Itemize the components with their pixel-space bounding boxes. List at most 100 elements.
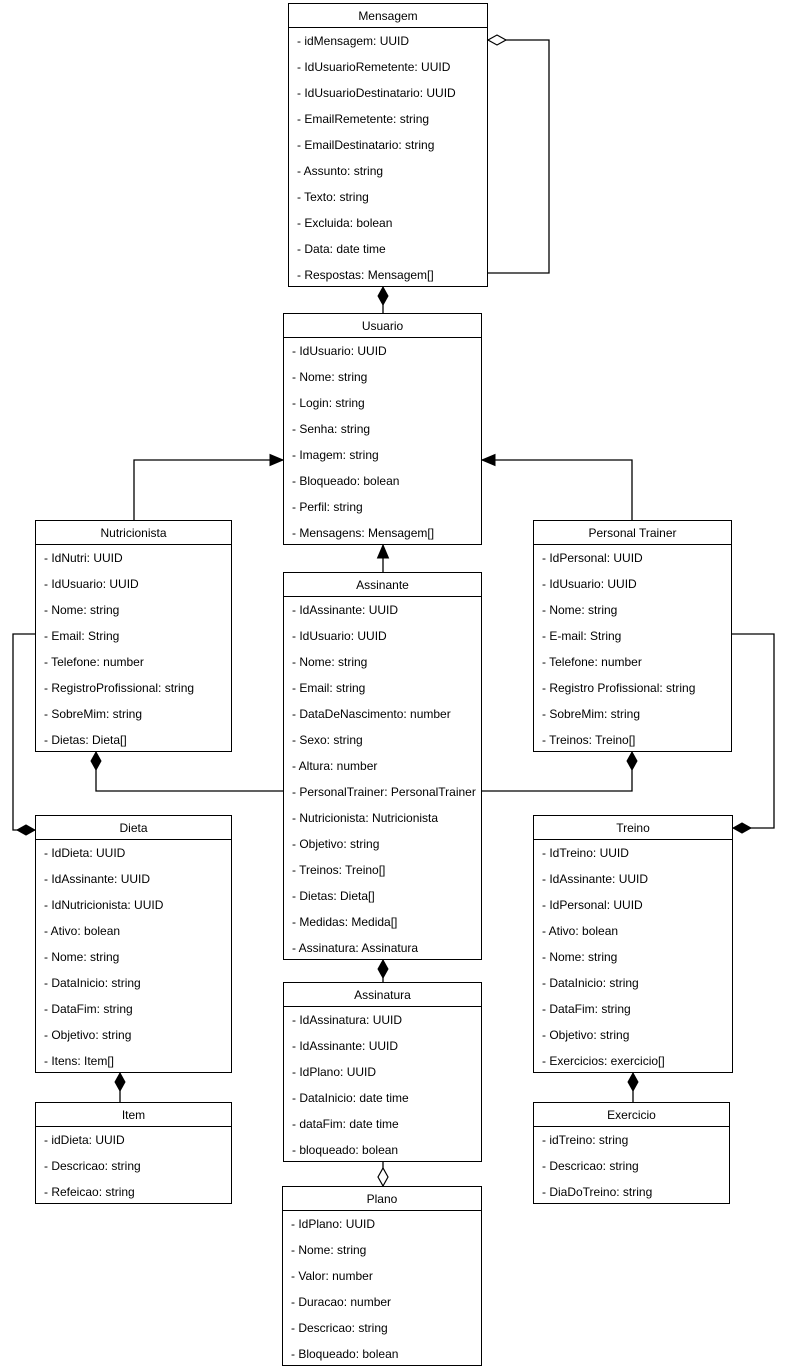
class-attribute: - IdAssinante: UUID xyxy=(292,603,399,617)
dieta-item-composition-diamond-filled-marker xyxy=(114,1071,126,1093)
class-attribute: - idDieta: UUID xyxy=(44,1133,125,1147)
class-attribute: - DataInicio: string xyxy=(44,976,141,990)
class-attribute: - IdAssinante: UUID xyxy=(542,872,649,886)
class-attribute: - SobreMim: string xyxy=(44,707,143,721)
class-box-plano[interactable]: Plano - IdPlano: UUID - Nome: string - Valo… xyxy=(282,1186,482,1366)
class-attribute: - Duracao: number xyxy=(291,1295,392,1309)
class-attribute: - Objetivo: string xyxy=(292,837,380,851)
class-box-personal-trainer[interactable]: Personal Trainer- IdPersonal: UUID- IdUs… xyxy=(533,520,732,752)
class-attribute: - Email: String xyxy=(44,629,120,643)
class-attribute: - Telefone: number xyxy=(542,655,642,669)
assinante-personaltrainer-composition-diamond-filled-marker xyxy=(626,750,638,772)
class-attribute: - E-mail: String xyxy=(542,629,622,643)
class-attribute: - Assinatura: Assinatura xyxy=(292,941,419,955)
class-attribute: - Sexo: string xyxy=(292,733,363,747)
class-attribute: - Telefone: number xyxy=(44,655,144,669)
class-attribute: - Descricao: string xyxy=(542,1159,639,1173)
class-attribute: - Login: string xyxy=(292,396,365,410)
class-attribute: - IdNutri: UUID xyxy=(44,551,123,565)
class-title-mensagem: Mensagem xyxy=(289,4,487,28)
class-box-exercicio[interactable]: Exercicio- idTreino: string- Descricao: … xyxy=(533,1102,730,1204)
class-title-assinatura: Assinatura xyxy=(284,983,481,1007)
class-attribute: - Dietas: Dieta[] xyxy=(292,889,375,903)
class-attribute: - IdAssinatura: UUID xyxy=(292,1013,403,1027)
class-attribute: - Perfil: string xyxy=(292,500,363,514)
class-attribute: - Altura: number xyxy=(292,759,378,773)
class-attribute: - IdAssinante: UUID xyxy=(292,1039,399,1053)
personaltrainer-usuario-association-arrow-filled-marker xyxy=(480,453,496,467)
class-title-plano: Plano xyxy=(283,1187,481,1211)
class-attribute: - DataInicio: string xyxy=(542,976,639,990)
mensagem-self-aggregation-diamond-hollow-marker xyxy=(486,34,508,46)
class-attribute: - IdPlano: UUID xyxy=(291,1217,376,1231)
class-attribute: - IdUsuario: UUID xyxy=(292,629,387,643)
class-attribute: - dataFim: date time xyxy=(292,1117,399,1131)
assinatura-plano-aggregation-diamond-hollow-marker xyxy=(377,1166,389,1188)
class-attribute: - idTreino: string xyxy=(542,1133,629,1147)
class-attribute: - Valor: number xyxy=(291,1269,373,1283)
class-attribute: - Data: date time xyxy=(297,242,386,256)
nutricionista-usuario-association xyxy=(133,459,283,520)
class-attribute: - IdDieta: UUID xyxy=(44,846,126,860)
class-attribute: - DataDeNascimento: number xyxy=(292,707,451,721)
class-box-usuario[interactable]: Usuario- IdUsuario: UUID- Nome: string- … xyxy=(283,313,482,545)
usuario-mensagem-composition-diamond-filled-marker xyxy=(377,285,389,307)
class-attribute: - Nome: string xyxy=(44,603,120,617)
class-box-item[interactable]: Item- idDieta: UUID- Descricao: string- … xyxy=(35,1102,232,1204)
class-attribute: - Respostas: Mensagem[] xyxy=(297,268,434,282)
class-title-personal-trainer: Personal Trainer xyxy=(534,521,731,545)
class-box-treino[interactable]: Treino - IdTreino: UUID - IdAssinante: UUI… xyxy=(533,815,733,1073)
personaltrainer-treino-composition xyxy=(732,633,775,829)
class-box-assinatura[interactable]: Assinatura - IdAssinatura: UUID - IdAssina… xyxy=(283,982,482,1162)
assinante-nutricionista-composition-diamond-filled-marker xyxy=(90,750,102,772)
class-attribute: - Assunto: string xyxy=(297,164,384,178)
class-attribute: - Nome: string xyxy=(292,370,368,384)
class-attribute: - Bloqueado: bolean xyxy=(292,474,400,488)
assinante-usuario-association-arrow-filled-marker xyxy=(376,543,390,559)
class-attribute: - IdUsuarioDestinatario: UUID xyxy=(297,86,456,100)
nutricionista-usuario-association-arrow-filled-marker xyxy=(269,453,285,467)
treino-exercicio-composition-diamond-filled-marker xyxy=(627,1071,639,1093)
class-title-dieta: Dieta xyxy=(36,816,231,840)
class-attribute: - idMensagem: UUID xyxy=(297,34,410,48)
class-box-mensagem[interactable]: Mensagem- idMensagem: UUID- IdUsuarioRem… xyxy=(288,3,488,287)
nutricionista-dieta-composition xyxy=(12,633,35,831)
class-attribute: - IdPlano: UUID xyxy=(292,1065,377,1079)
class-attribute: - Objetivo: string xyxy=(44,1028,132,1042)
class-attribute: - Nome: string xyxy=(292,655,368,669)
class-attribute: - Objetivo: string xyxy=(542,1028,630,1042)
class-box-dieta[interactable]: Dieta - IdDieta: UUID - IdAssinante: UUID -… xyxy=(35,815,232,1073)
class-attribute: - Nome: string xyxy=(44,950,120,964)
class-attribute: - DataInicio: date time xyxy=(292,1091,409,1105)
class-attribute: - Dietas: Dieta[] xyxy=(44,733,127,747)
class-attribute: - DataFim: string xyxy=(542,1002,631,1016)
class-attribute: - Registro Profissional: string xyxy=(542,681,696,695)
class-attribute: - Nome: string xyxy=(291,1243,367,1257)
class-attribute: - DiaDoTreino: string xyxy=(542,1185,653,1199)
personaltrainer-usuario-association xyxy=(482,459,633,520)
class-attribute: - IdAssinante: UUID xyxy=(44,872,151,886)
class-box-nutricionista[interactable]: Nutricionista- IdNutri: UUID- IdUsuario:… xyxy=(35,520,232,752)
nutricionista-dieta-composition-diamond-filled-marker xyxy=(15,824,37,836)
class-attribute: - Medidas: Medida[] xyxy=(292,915,398,929)
class-attribute: - Imagem: string xyxy=(292,448,379,462)
class-attribute: - Nutricionista: Nutricionista xyxy=(292,811,439,825)
class-attribute: - Treinos: Treino[] xyxy=(542,733,636,747)
class-attribute: - IdTreino: UUID xyxy=(542,846,629,860)
mensagem-self-aggregation xyxy=(488,39,550,274)
class-attribute: - Nome: string xyxy=(542,603,618,617)
class-box-assinante[interactable]: Assinante - IdAssinante: UUID - IdUsuario:… xyxy=(283,572,482,960)
class-title-treino: Treino xyxy=(534,816,732,840)
class-attribute: - EmailDestinatario: string xyxy=(297,138,435,152)
class-title-assinante: Assinante xyxy=(284,573,481,597)
class-attribute: - Refeicao: string xyxy=(44,1185,135,1199)
class-attribute: - IdNutricionista: UUID xyxy=(44,898,164,912)
class-attribute: - Mensagens: Mensagem[] xyxy=(292,526,435,540)
assinante-nutricionista-composition xyxy=(95,752,283,792)
class-attribute: - Treinos: Treino[] xyxy=(292,863,386,877)
class-attribute: - SobreMim: string xyxy=(542,707,641,721)
class-attribute: - Bloqueado: bolean xyxy=(291,1347,399,1361)
class-attribute: - Email: string xyxy=(292,681,366,695)
class-attribute: - bloqueado: bolean xyxy=(292,1143,399,1157)
